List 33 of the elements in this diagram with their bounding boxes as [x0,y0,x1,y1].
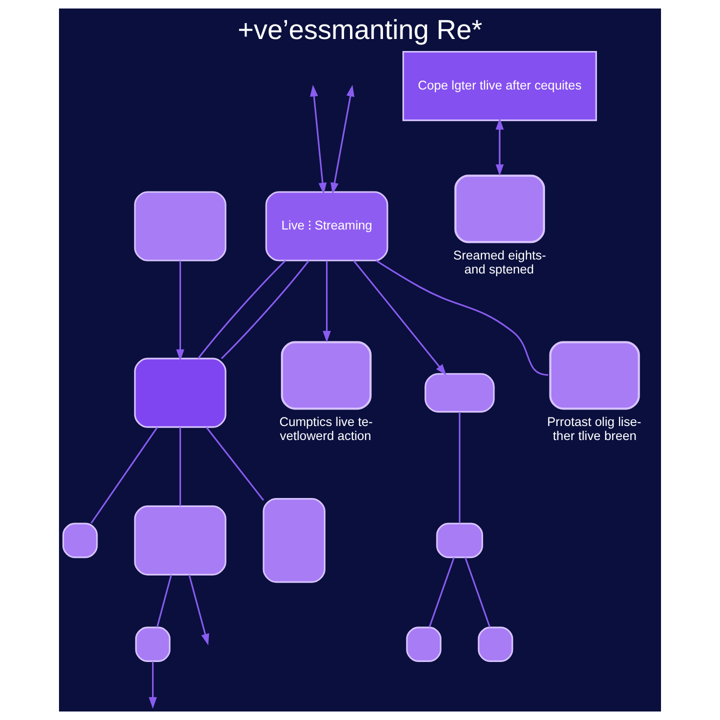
node-box: Cope lgter tlive after cequites [402,50,597,122]
diagram-title: +ve’essmanting Re* [238,14,482,45]
node-box [62,522,98,558]
connector [458,412,460,524]
connector [428,557,455,628]
connector [464,557,491,628]
node-box: Live ⁝ Streaming [265,191,388,262]
node-box [134,191,226,262]
arrow [176,260,184,361]
connector [221,260,310,360]
node-label: Prrotast olig lise- ther tlive breen [547,415,642,443]
arrow [148,661,157,709]
arrow [310,84,327,194]
node-box [134,358,226,428]
arrow [188,574,210,646]
node-label: Cumptics live te- vetlowerd action [279,415,373,443]
node-box [424,373,495,413]
arrow [353,260,447,376]
arrow [330,84,354,194]
arrow [322,260,331,342]
connector [90,426,158,524]
node-box [262,498,326,583]
node-box [406,626,442,662]
connector [206,426,264,501]
node-box [134,505,226,576]
connector [376,260,548,376]
connector [156,574,172,628]
node-box [436,522,484,558]
connector [198,260,286,360]
node-label: Sreamed eights- and sptened [453,248,546,276]
node-box [135,626,170,662]
connector [179,427,182,506]
node-box [478,626,514,662]
